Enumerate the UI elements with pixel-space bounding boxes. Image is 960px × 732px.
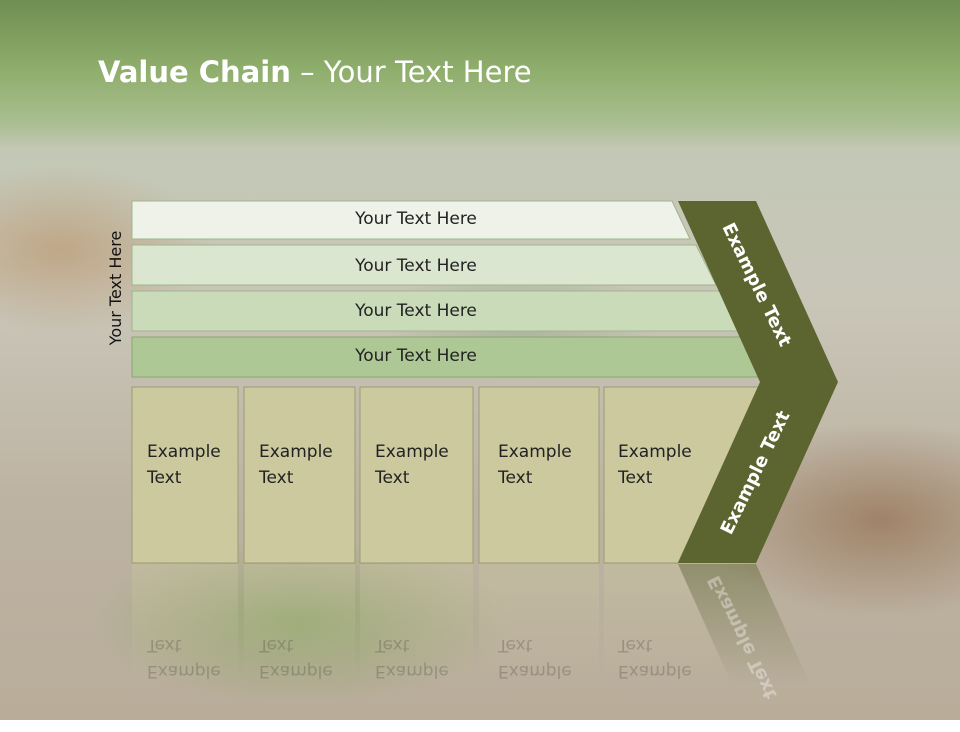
activity-reflection-5: Example Text [618, 632, 692, 684]
activity-reflection-4-line2: Text [498, 635, 533, 655]
row-label-4: Your Text Here [355, 346, 477, 366]
title-rest: – Your Text Here [290, 55, 532, 89]
row-label-3: Your Text Here [355, 301, 477, 321]
activity-text-2-line1: Example [259, 442, 333, 462]
title-bold: Value Chain [98, 55, 291, 89]
activity-text-2-line2: Text [259, 468, 294, 488]
activity-reflection-3-line2: Text [375, 635, 410, 655]
activity-text-5: Example Text [618, 439, 692, 491]
activity-box-2 [243, 386, 356, 564]
activity-reflection-1-line2: Text [147, 635, 182, 655]
activity-text-4-line1: Example [498, 442, 572, 462]
activity-reflection-1: Example Text [147, 632, 221, 684]
activity-text-1-line2: Text [147, 468, 182, 488]
activity-box-1 [131, 386, 239, 564]
activity-reflection-2-line1: Example [259, 661, 333, 681]
row-label-1: Your Text Here [355, 209, 477, 229]
activity-text-1-line1: Example [147, 442, 221, 462]
row-bar-2 [131, 244, 717, 286]
activity-reflection-2: Example Text [259, 632, 333, 684]
slide-title: Value Chain – Your Text Here [98, 55, 532, 89]
reflection [132, 564, 810, 684]
activity-reflection-1-line1: Example [147, 661, 221, 681]
activity-text-3-line1: Example [375, 442, 449, 462]
activity-text-5-line2: Text [618, 468, 653, 488]
activity-reflection-5-line2: Text [618, 635, 653, 655]
activity-text-4: Example Text [498, 439, 572, 491]
activity-text-3: Example Text [375, 439, 449, 491]
activity-reflection-3-line1: Example [375, 661, 449, 681]
activity-text-3-line2: Text [375, 468, 410, 488]
activity-text-1: Example Text [147, 439, 221, 491]
activity-text-2: Example Text [259, 439, 333, 491]
row-label-2: Your Text Here [355, 256, 477, 276]
activity-text-5-line1: Example [618, 442, 692, 462]
activity-reflection-4-line1: Example [498, 661, 572, 681]
activity-reflection-4: Example Text [498, 632, 572, 684]
row-bar-1 [131, 200, 691, 240]
activity-reflection-2-line2: Text [259, 635, 294, 655]
activity-reflection-5-line1: Example [618, 661, 692, 681]
activity-box-3 [359, 386, 474, 564]
activity-text-4-line2: Text [498, 468, 533, 488]
value-chevron [678, 201, 838, 563]
activity-box-4 [478, 386, 600, 564]
activity-reflection-3: Example Text [375, 632, 449, 684]
